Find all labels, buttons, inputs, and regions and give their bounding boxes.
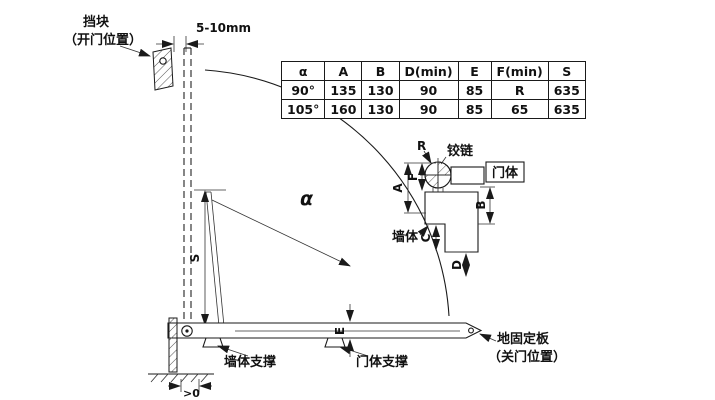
- table-cell: 635: [547, 99, 586, 119]
- b-dim-label: B: [474, 200, 488, 209]
- ground-plate-label-line2: （关门位置）: [488, 349, 566, 365]
- table-cell: 90: [398, 99, 459, 119]
- wall-label: 墙体: [392, 229, 419, 245]
- table-header-row: α A B D(min) E F(min) S: [280, 61, 586, 81]
- table-cell: 130: [361, 99, 400, 119]
- gap-label: 5-10mm: [196, 21, 251, 35]
- table-row: 90° 135 130 90 85 R 635: [280, 80, 586, 100]
- table-cell: 130: [361, 80, 400, 100]
- table-cell: 85: [457, 80, 492, 100]
- table-cell: 90: [398, 80, 459, 100]
- table-cell: 85: [457, 99, 492, 119]
- door-open-position: [183, 47, 192, 328]
- hinge-detail: [417, 150, 525, 253]
- table-row: 105° 160 130 90 85 65 635: [280, 99, 586, 119]
- table-cell: 90°: [280, 80, 326, 100]
- s-dimension: [194, 189, 226, 326]
- swing-arc: [204, 69, 450, 317]
- table-header-cell: α: [280, 61, 326, 81]
- table-cell: R: [490, 80, 549, 100]
- table-header-cell: A: [324, 61, 363, 81]
- door-closed-position: [167, 322, 483, 339]
- s-dim-label: S: [188, 254, 202, 263]
- hinge-label: 铰链: [447, 143, 474, 159]
- stopper-label-line2: （开门位置）: [64, 32, 142, 48]
- r-dim-label: R: [417, 139, 426, 153]
- stopper-label-line1: 挡块: [83, 14, 110, 30]
- detail-dimensions: [404, 162, 495, 277]
- dimension-table: α A B D(min) E F(min) S 90° 135 130 90 8…: [280, 61, 586, 119]
- table-cell: 160: [324, 99, 363, 119]
- radius-arrow: [211, 199, 351, 267]
- gt-zero-label: >0: [183, 387, 200, 400]
- wall-support-foot: [202, 337, 249, 357]
- gap-dimension: [156, 36, 204, 52]
- table-header-cell: S: [547, 61, 586, 81]
- table-cell: 105°: [280, 99, 326, 119]
- f-dim-label: F: [406, 173, 420, 181]
- e-dim-label: E: [333, 327, 347, 335]
- support-rod-open: [205, 191, 225, 327]
- wall-support-label: 墙体支撑: [224, 354, 276, 370]
- a-dim-label: A: [391, 183, 405, 193]
- table-cell: 635: [547, 80, 586, 100]
- stopper-plate: [119, 45, 174, 91]
- ground-plate-leader: [479, 333, 497, 343]
- gt-zero-dimension: [168, 379, 212, 392]
- table-cell: 135: [324, 80, 363, 100]
- table-header-cell: B: [361, 61, 400, 81]
- door-support-label: 门体支撑: [356, 354, 408, 370]
- angle-label: α: [300, 188, 314, 210]
- ground-plate-label-line1: 地固定板: [497, 331, 550, 347]
- c-dim-label: C: [419, 233, 433, 242]
- table-cell: 65: [490, 99, 549, 119]
- table-header-cell: E: [457, 61, 492, 81]
- door-body-label: 门体: [492, 165, 519, 181]
- table-header-cell: F(min): [490, 61, 549, 81]
- table-header-cell: D(min): [398, 61, 459, 81]
- d-dim-label: D: [450, 260, 464, 270]
- door-support-foot: [324, 337, 369, 357]
- pivot-bracket: [148, 317, 214, 383]
